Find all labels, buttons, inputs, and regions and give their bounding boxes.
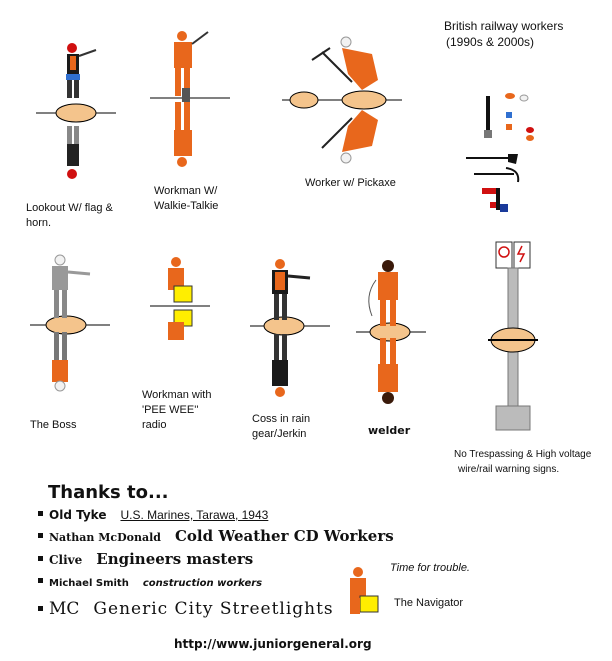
coss-rain-gear-figure <box>250 256 330 406</box>
navigator-speech: Time for trouble. <box>390 562 470 574</box>
pickaxe-caption: Worker w/ Pickaxe <box>305 177 396 189</box>
pee-wee-caption: Workman with 'PEE WEE'' radio <box>142 388 211 433</box>
walkie-talkie-workman-figure <box>150 30 230 180</box>
signs-caption-line2: wire/rail warning signs. <box>458 464 560 475</box>
signs-caption-line1: No Trespassing & High voltage <box>454 449 592 460</box>
welder-caption: welder <box>368 424 411 437</box>
walkie-talkie-caption-line1: Workman W/ <box>154 185 218 197</box>
thanks-heading: Thanks to... <box>48 482 169 503</box>
lookout-caption-line2: horn. <box>26 217 52 229</box>
coss-caption-line2: gear/Jerkin <box>252 428 307 440</box>
credit-name: Clive <box>49 553 83 567</box>
credit-work: Generic City Streetlights <box>93 599 334 619</box>
bullet <box>38 606 43 611</box>
navigator-figure <box>342 566 386 618</box>
no-trespassing-icon <box>498 246 510 258</box>
credit-row: Nathan McDonald Cold Weather CD Workers <box>38 527 394 545</box>
bullet <box>38 511 43 516</box>
credit-work: Engineers masters <box>96 550 254 568</box>
credit-row: Old Tyke U.S. Marines, Tarawa, 1943 <box>38 508 268 522</box>
credit-work: construction workers <box>142 578 263 589</box>
credit-name: Michael Smith <box>49 578 129 589</box>
credit-row: MC Generic City Streetlights <box>38 599 334 619</box>
warning-signs-post <box>482 238 552 438</box>
welder-figure <box>356 256 426 416</box>
pee-wee-caption-line3: radio <box>142 419 167 431</box>
pee-wee-caption-line1: Workman with <box>142 389 212 401</box>
pee-wee-radio-workman-figure <box>150 256 210 346</box>
coss-caption: Coss in rain gear/Jerkin <box>252 412 310 442</box>
signs-caption: No Trespassing & High voltage wire/rail … <box>454 447 591 477</box>
tools-and-helmets-cluster <box>462 90 552 220</box>
coss-caption-line1: Coss in rain <box>252 413 311 425</box>
navigator-label: The Navigator <box>394 597 464 609</box>
bullet <box>38 556 43 561</box>
boss-figure <box>30 252 110 392</box>
walkie-talkie-caption-line2: Walkie-Talkie <box>154 200 219 212</box>
credit-name: MC <box>49 599 80 619</box>
high-voltage-icon <box>516 245 526 263</box>
boss-caption: The Boss <box>30 419 77 431</box>
walkie-talkie-caption: Workman W/ Walkie-Talkie <box>154 184 218 214</box>
credit-row: Clive Engineers masters <box>38 550 253 568</box>
sheet-title-line1: British railway workers <box>444 19 564 33</box>
lookout-figure <box>36 38 116 188</box>
credit-name: Nathan McDonald <box>49 531 161 544</box>
pickaxe-worker-figure <box>282 34 402 174</box>
credit-name: Old Tyke <box>49 508 107 522</box>
credit-work: U.S. Marines, Tarawa, 1943 <box>120 508 269 522</box>
pee-wee-caption-line2: 'PEE WEE'' <box>142 404 199 416</box>
bullet <box>38 578 43 583</box>
sheet-title-line2: (1990s & 2000s) <box>446 35 535 49</box>
credit-work: Cold Weather CD Workers <box>174 527 394 545</box>
sheet-title: British railway workers (1990s & 2000s) <box>444 18 563 50</box>
bullet <box>38 533 43 538</box>
lookout-caption: Lookout W/ flag & horn. <box>26 201 113 231</box>
site-url-link[interactable]: http://www.juniorgeneral.org <box>174 637 372 651</box>
lookout-caption-line1: Lookout W/ flag & <box>26 202 113 214</box>
credit-row: Michael Smith construction workers <box>38 578 262 589</box>
